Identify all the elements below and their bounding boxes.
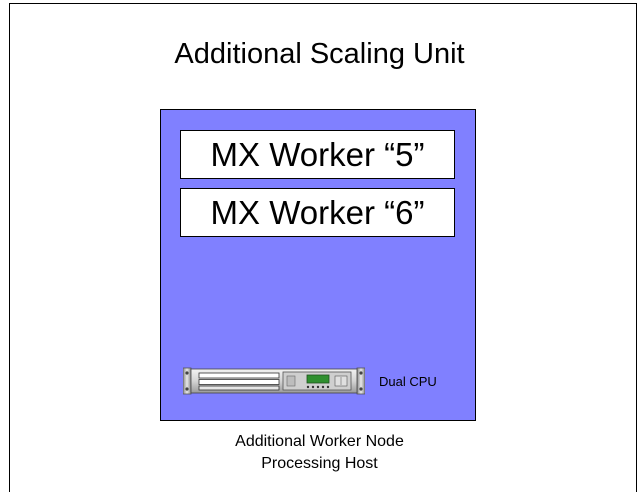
caption-line-1: Additional Worker Node — [235, 433, 404, 450]
diagram-title: Additional Scaling Unit — [174, 38, 465, 70]
caption-line-2: Processing Host — [261, 455, 378, 472]
mx-worker-5-box: MX Worker “5” — [180, 130, 455, 179]
mx-worker-6-box: MX Worker “6” — [180, 188, 455, 237]
dual-cpu-label: Dual CPU — [379, 374, 437, 389]
processing-host-box: MX Worker “5” MX Worker “6” — [160, 109, 476, 421]
rack-server-icon — [183, 367, 365, 395]
slide-frame — [9, 3, 637, 492]
host-caption: Additional Worker Node Processing Host — [0, 431, 639, 475]
